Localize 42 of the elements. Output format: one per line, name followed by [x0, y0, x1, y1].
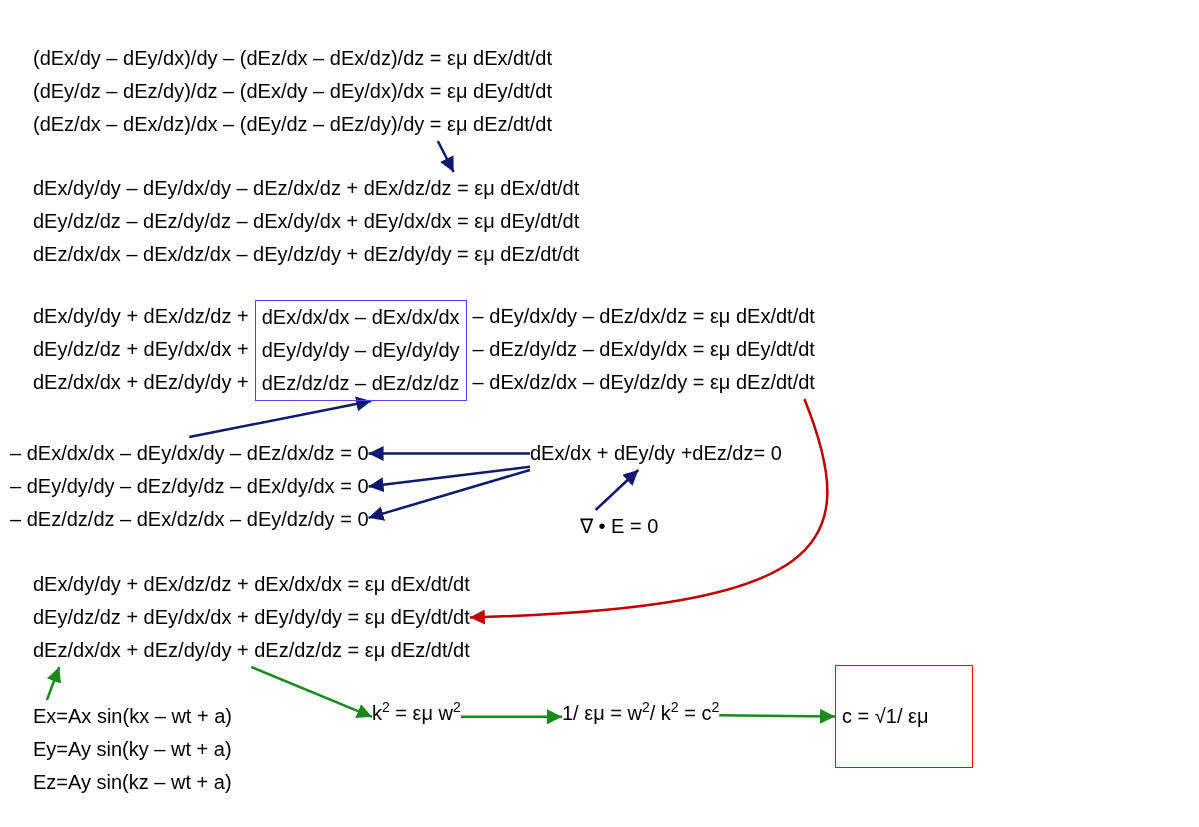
equation-term: dEx/dy/dy + dEx/dz/dz +: [33, 304, 249, 329]
equation: dEz/dz/dz – dEz/dz/dz: [261, 371, 460, 396]
highlight-box: [254, 300, 467, 401]
equation: c = √1/ εμ: [842, 704, 930, 729]
arrow: [250, 665, 373, 718]
arrow: [719, 708, 835, 724]
equation: Ez=Ay sin(kz – wt + a): [33, 770, 232, 795]
equation: dEx/dy/dy – dEy/dx/dy – dEz/dx/dz + dEx/dz/dz = εμ dEx/dt/dt: [33, 176, 580, 201]
arrow: [45, 666, 61, 701]
equation: k$^{2}$ = εμ w$^{2}$: [372, 698, 461, 726]
equation: dEy/dy/dy – dEy/dy/dy: [261, 338, 460, 363]
equation: dEx/dx/dx – dEx/dx/dx: [261, 305, 460, 330]
equation: – dEx/dx/dx – dEy/dx/dy – dEz/dx/dz = 0: [10, 441, 369, 466]
equation: (dEy/dz – dEz/dy)/dz – (dEx/dy – dEy/dx)/dx = εμ dEy/dt/dt: [33, 79, 552, 104]
arrow: [368, 468, 531, 521]
equation: Ex=Ax sin(kx – wt + a): [33, 704, 232, 729]
arrow: [189, 396, 372, 439]
equation: dEz/dx/dx + dEz/dy/dy + dEz/dz/dz = εμ dEz/dt/dt: [33, 638, 470, 663]
arrow: [368, 465, 531, 493]
equation: dEy/dz/dz + dEy/dx/dx + dEy/dy/dy = εμ dEy/dt/dt: [33, 605, 470, 630]
equation: (dEz/dx – dEx/dz)/dx – (dEy/dz – dEz/dy)/dy = εμ dEz/dt/dt: [33, 112, 552, 137]
equation-term: dEy/dz/dz + dEy/dx/dx +: [33, 337, 249, 362]
arrow: [469, 398, 829, 625]
equation: – dEz/dz/dz – dEx/dz/dx – dEy/dz/dy = 0: [10, 507, 369, 532]
arrow: [436, 140, 455, 173]
equation: dEz/dx/dx – dEx/dz/dx – dEy/dz/dy + dEz/dy/dy = εμ dEz/dt/dt: [33, 242, 580, 267]
arrow: [594, 469, 640, 511]
equation: ∇ • E = 0: [580, 514, 659, 539]
equation: dEy/dz/dz – dEz/dy/dz – dEx/dy/dx + dEy/dx/dx = εμ dEy/dt/dt: [33, 209, 580, 234]
equation: dEx/dx + dEy/dy +dEz/dz= 0: [530, 441, 782, 466]
equation: Ey=Ay sin(ky – wt + a): [33, 737, 232, 762]
equation: (dEx/dy – dEy/dx)/dy – (dEz/dx – dEx/dz)/dz = εμ dEx/dt/dt: [33, 46, 552, 71]
equation: – dEy/dy/dy – dEz/dy/dz – dEx/dy/dx = 0: [10, 474, 369, 499]
arrow: [368, 446, 530, 461]
arrow: [460, 709, 562, 725]
equation: dEx/dy/dy + dEx/dz/dz + dEx/dx/dx = εμ dEx/dt/dt: [33, 572, 470, 597]
equation: – dEy/dx/dy – dEz/dx/dz = εμ dEx/dt/dt: [472, 304, 815, 329]
equation: – dEz/dy/dz – dEx/dy/dx = εμ dEy/dt/dt: [472, 337, 815, 362]
equation: 1/ εμ = w$^{2}$/ k$^{2}$ = c$^{2}$: [562, 698, 720, 726]
equation-term: dEz/dx/dx + dEz/dy/dy +: [33, 370, 249, 395]
highlight-box: [835, 665, 973, 768]
equation: – dEx/dz/dx – dEy/dz/dy = εμ dEz/dt/dt: [472, 370, 815, 395]
